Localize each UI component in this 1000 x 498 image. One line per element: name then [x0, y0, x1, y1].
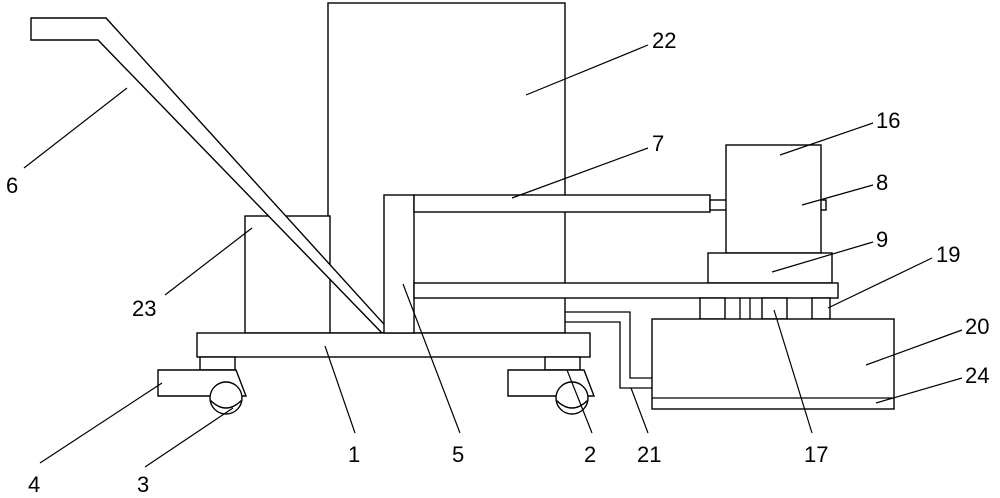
label-21: 21 — [637, 442, 661, 467]
motor-16 — [725, 144, 822, 254]
leader-21 — [630, 387, 649, 434]
label-20: 20 — [965, 314, 989, 339]
label-22: 22 — [652, 28, 676, 53]
label-16: 16 — [876, 108, 900, 133]
label-5: 5 — [452, 442, 464, 467]
label-3: 3 — [137, 472, 149, 497]
pipe-21-inner — [565, 321, 652, 389]
leader-8 — [801, 184, 874, 206]
label-6: 6 — [6, 173, 18, 198]
wheel-mount-right — [544, 356, 581, 371]
label-4: 4 — [28, 472, 40, 497]
wheel-3-arc — [209, 399, 243, 409]
leader-2 — [566, 369, 593, 434]
leader-19 — [827, 257, 933, 309]
label-8: 8 — [876, 170, 888, 195]
label-23: 23 — [132, 296, 156, 321]
leader-1 — [324, 345, 356, 434]
mount-9 — [707, 252, 833, 284]
leader-5 — [402, 283, 461, 434]
column-5 — [383, 194, 415, 334]
label-2: 2 — [584, 442, 596, 467]
leader-22 — [525, 44, 649, 96]
box-20 — [651, 318, 895, 410]
wheel-2-arc — [555, 399, 589, 409]
leader-24 — [875, 377, 963, 404]
support-plate — [413, 282, 839, 299]
leader-16 — [779, 122, 874, 156]
leader-23 — [164, 227, 253, 296]
leader-3 — [144, 407, 234, 468]
label-19: 19 — [936, 242, 960, 267]
base-plate-1 — [196, 332, 591, 358]
tank-22 — [327, 2, 566, 334]
label-1: 1 — [348, 442, 360, 467]
wheel-mount-left — [199, 356, 236, 371]
leader-7 — [511, 147, 649, 199]
leader-9 — [771, 241, 874, 273]
post-19-a — [699, 297, 726, 320]
wheel-3 — [209, 381, 243, 415]
post-19-b — [811, 297, 831, 320]
label-17: 17 — [804, 442, 828, 467]
arm-7 — [413, 194, 711, 213]
leader-6 — [23, 87, 128, 169]
pipe-21-outer — [565, 311, 652, 379]
label-7: 7 — [652, 131, 664, 156]
label-24: 24 — [965, 363, 989, 388]
leader-4 — [39, 382, 163, 464]
post-17-a — [761, 297, 788, 320]
leader-20 — [865, 329, 963, 366]
leader-17 — [773, 309, 813, 434]
label-9: 9 — [876, 227, 888, 252]
